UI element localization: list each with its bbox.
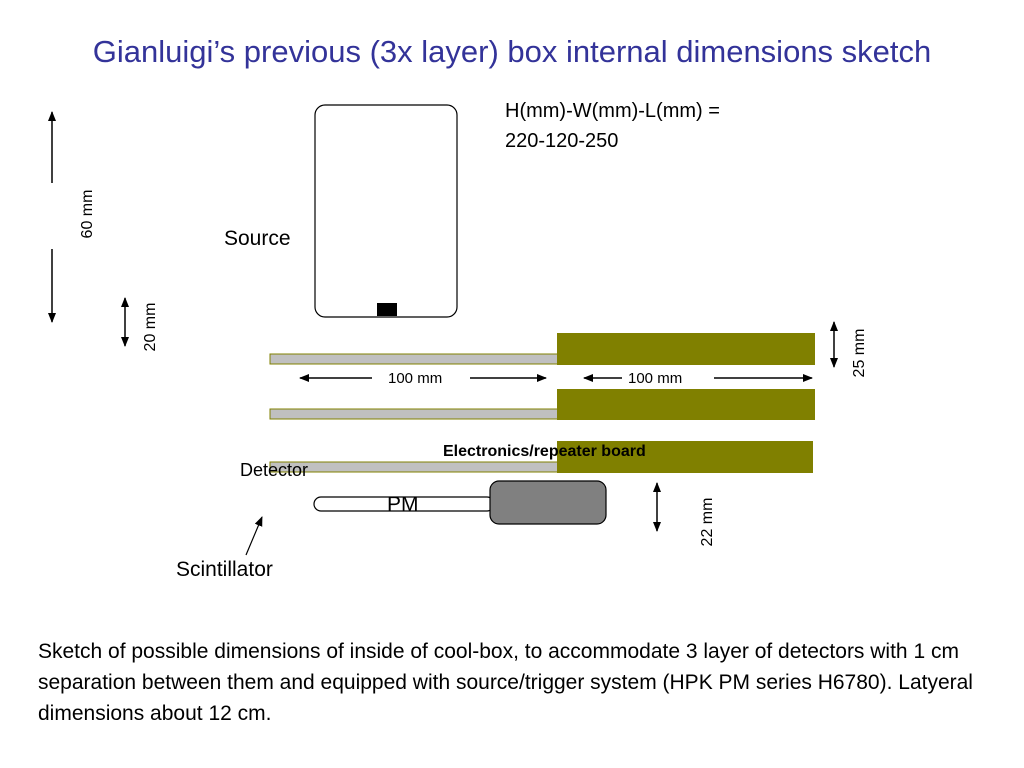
electronics-board-1 [557, 333, 815, 365]
electronics-board-2 [557, 389, 815, 420]
electronics-board-3 [557, 441, 813, 473]
detector-strip-3 [269, 461, 559, 473]
detector-strip-2 [269, 408, 559, 420]
dim-22-label: 22 mm [699, 497, 716, 547]
scintillator-label: Scintillator [176, 558, 273, 581]
dim-100-right-label: 100 mm [628, 370, 683, 387]
source-emitter [377, 303, 397, 316]
box-dimensions-value: 220-120-250 [505, 130, 619, 152]
electronics-label: Electronics/repeater board [443, 443, 646, 460]
scintillator-pointer [245, 516, 263, 556]
pm-label: PM [387, 493, 419, 516]
dim-60-label: 60 mm [79, 189, 96, 239]
pm-body [489, 480, 607, 525]
source-box [314, 104, 458, 318]
dim-100-left-label: 100 mm [388, 370, 443, 387]
dim-20-label: 20 mm [142, 302, 159, 352]
box-dimensions-label: H(mm)-W(mm)-L(mm) = [505, 100, 720, 122]
detector-label: Detector [240, 460, 309, 480]
description-note: Sketch of possible dimensions of inside … [38, 640, 973, 725]
detector-strip-1 [269, 353, 559, 365]
dim-25-label: 25 mm [851, 328, 868, 378]
source-label: Source [224, 227, 291, 250]
page-title: Gianluigi’s previous (3x layer) box inte… [92, 34, 932, 69]
